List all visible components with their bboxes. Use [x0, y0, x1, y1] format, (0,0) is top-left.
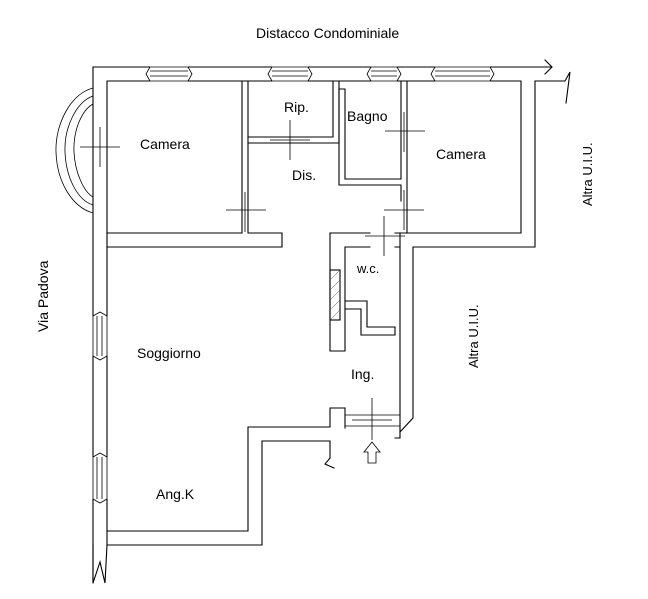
door-markers	[80, 112, 425, 440]
left-windows	[92, 311, 108, 504]
entry-door	[345, 414, 400, 427]
room-wc: w.c.	[356, 261, 379, 276]
room-soggiorno: Soggiorno	[137, 345, 201, 361]
room-ripostiglio: Rip.	[284, 99, 309, 115]
room-disimpegno: Dis.	[292, 167, 316, 183]
right-neighbor-top-label: Altra U.I.U.	[580, 142, 595, 206]
outer-walls	[92, 59, 571, 584]
room-camera-left: Camera	[140, 136, 190, 152]
bay-window	[55, 87, 94, 214]
entry-arrow-icon	[363, 441, 381, 464]
right-neighbor-mid-label: Altra U.I.U.	[466, 304, 481, 368]
room-camera-right: Camera	[436, 146, 486, 162]
interior-walls	[106, 80, 409, 409]
top-windows	[145, 66, 495, 82]
room-angolo-cottura: Ang.K	[156, 486, 195, 502]
room-ingresso: Ing.	[351, 366, 374, 382]
flue-hatch	[329, 269, 341, 321]
left-street-label: Via Padova	[35, 260, 51, 332]
top-boundary-label: Distacco Condominiale	[256, 25, 399, 41]
room-bagno: Bagno	[347, 108, 388, 124]
